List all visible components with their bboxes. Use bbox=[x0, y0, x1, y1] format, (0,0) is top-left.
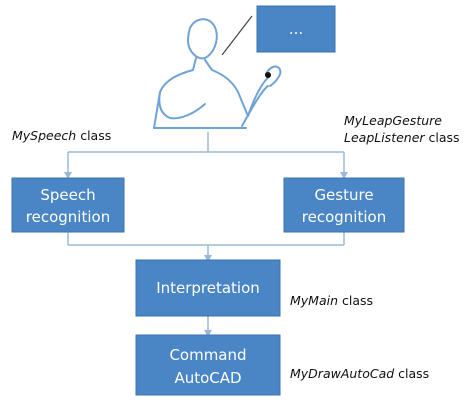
connector-lines bbox=[67, 132, 345, 334]
speech-recognition-label-line1: Speech bbox=[40, 186, 95, 204]
screen-box bbox=[256, 5, 336, 53]
speech-recognition-label-line2: recognition bbox=[26, 208, 110, 226]
gesture-recognition-label-line2: recognition bbox=[302, 208, 386, 226]
myleapgesture-annotation-line1: MyLeapGesture bbox=[344, 113, 442, 128]
screen-box-label: ... bbox=[289, 20, 303, 38]
mymain-class-annotation: MyMain class bbox=[290, 293, 373, 308]
interpretation-label: Interpretation bbox=[156, 279, 260, 297]
speech-recognition-box bbox=[11, 177, 125, 233]
pointing-line bbox=[221, 15, 253, 56]
command-autocad-box bbox=[135, 334, 281, 396]
myspeech-class-annotation: MySpeech class bbox=[12, 128, 111, 143]
arrowheads bbox=[64, 172, 348, 337]
gesture-recognition-box bbox=[283, 177, 405, 233]
person-figure-icon bbox=[153, 18, 282, 129]
command-autocad-label-line2: AutoCAD bbox=[174, 369, 241, 387]
gesture-recognition-label-line1: Gesture bbox=[314, 186, 373, 204]
interpretation-box bbox=[135, 259, 281, 317]
myleapgesture-annotation-line2: LeapListener class bbox=[344, 130, 460, 145]
mydrawautocad-class-annotation: MyDrawAutoCad class bbox=[290, 366, 429, 381]
command-autocad-label-line1: Command bbox=[169, 346, 246, 364]
pointer-dot-icon bbox=[265, 72, 271, 78]
